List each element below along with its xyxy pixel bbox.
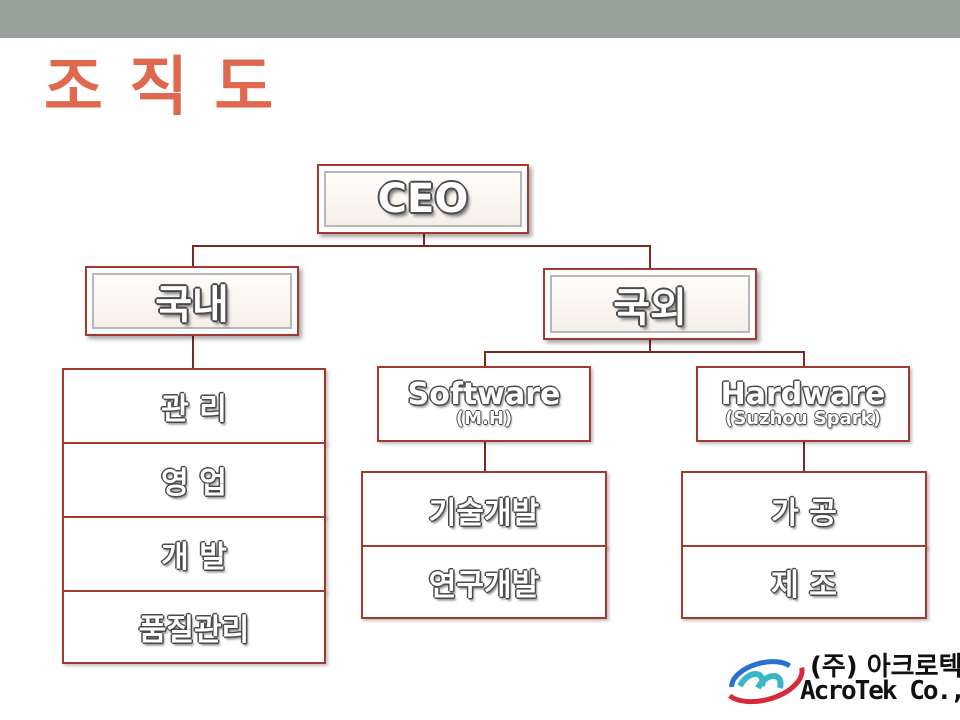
logo-english-text: AcroTek Co.,Ltd [800, 676, 960, 706]
ceo-label: CEO [377, 176, 469, 222]
dept-manufacturing: 제 조 [681, 545, 927, 619]
ceo-node-inner: CEO [324, 171, 522, 227]
dept-label: 기술개발 [428, 496, 540, 531]
dept-tech-development: 기술개발 [361, 471, 607, 549]
dept-sales: 영 업 [62, 442, 326, 518]
hardware-node: Hardware (Suzhou Spark) [696, 366, 910, 442]
domestic-node: 국내 [85, 266, 299, 336]
overseas-node-inner: 국외 [550, 275, 750, 333]
connector-overseas-horizontal [484, 351, 804, 353]
software-node: Software (M.H) [377, 366, 591, 442]
dept-development: 개 발 [62, 516, 326, 592]
hardware-sublabel: (Suzhou Spark) [725, 408, 881, 430]
connector-software-down [484, 440, 486, 472]
dept-label: 개 발 [161, 540, 227, 575]
dept-label: 관 리 [161, 392, 227, 427]
connector-ceo-horizontal [192, 245, 650, 247]
connector-hardware-down [803, 440, 805, 472]
domestic-node-inner: 국내 [92, 273, 292, 329]
dept-label: 연구개발 [428, 568, 540, 603]
connector-overseas-up [649, 245, 651, 269]
domestic-label: 국내 [155, 282, 229, 328]
connector-domestic-down [192, 334, 194, 370]
page-title: 조 직 도 [44, 51, 276, 125]
connector-software-up [484, 351, 486, 368]
connector-ceo-down [423, 232, 425, 246]
dept-management: 관 리 [62, 368, 326, 444]
overseas-label: 국외 [613, 285, 687, 331]
connector-domestic-up [192, 245, 194, 267]
dept-label: 가 공 [771, 496, 837, 531]
dept-research-development: 연구개발 [361, 545, 607, 619]
software-label: Software [407, 376, 561, 412]
hardware-label: Hardware [720, 376, 886, 412]
logo-korean-text: (주) 아크로텍 [810, 652, 960, 682]
dept-label: 품질관리 [138, 613, 250, 648]
software-sublabel: (M.H) [455, 408, 513, 430]
connector-hardware-up [803, 351, 805, 368]
dept-label: 영 업 [161, 466, 227, 501]
dept-label: 제 조 [771, 568, 837, 603]
dept-quality: 품질관리 [62, 590, 326, 664]
acrotek-logo-icon [721, 651, 805, 705]
ceo-node: CEO [317, 164, 529, 234]
top-bar [0, 0, 960, 38]
connector-overseas-down [649, 338, 651, 352]
dept-processing: 가 공 [681, 471, 927, 549]
overseas-node: 국외 [543, 268, 757, 340]
